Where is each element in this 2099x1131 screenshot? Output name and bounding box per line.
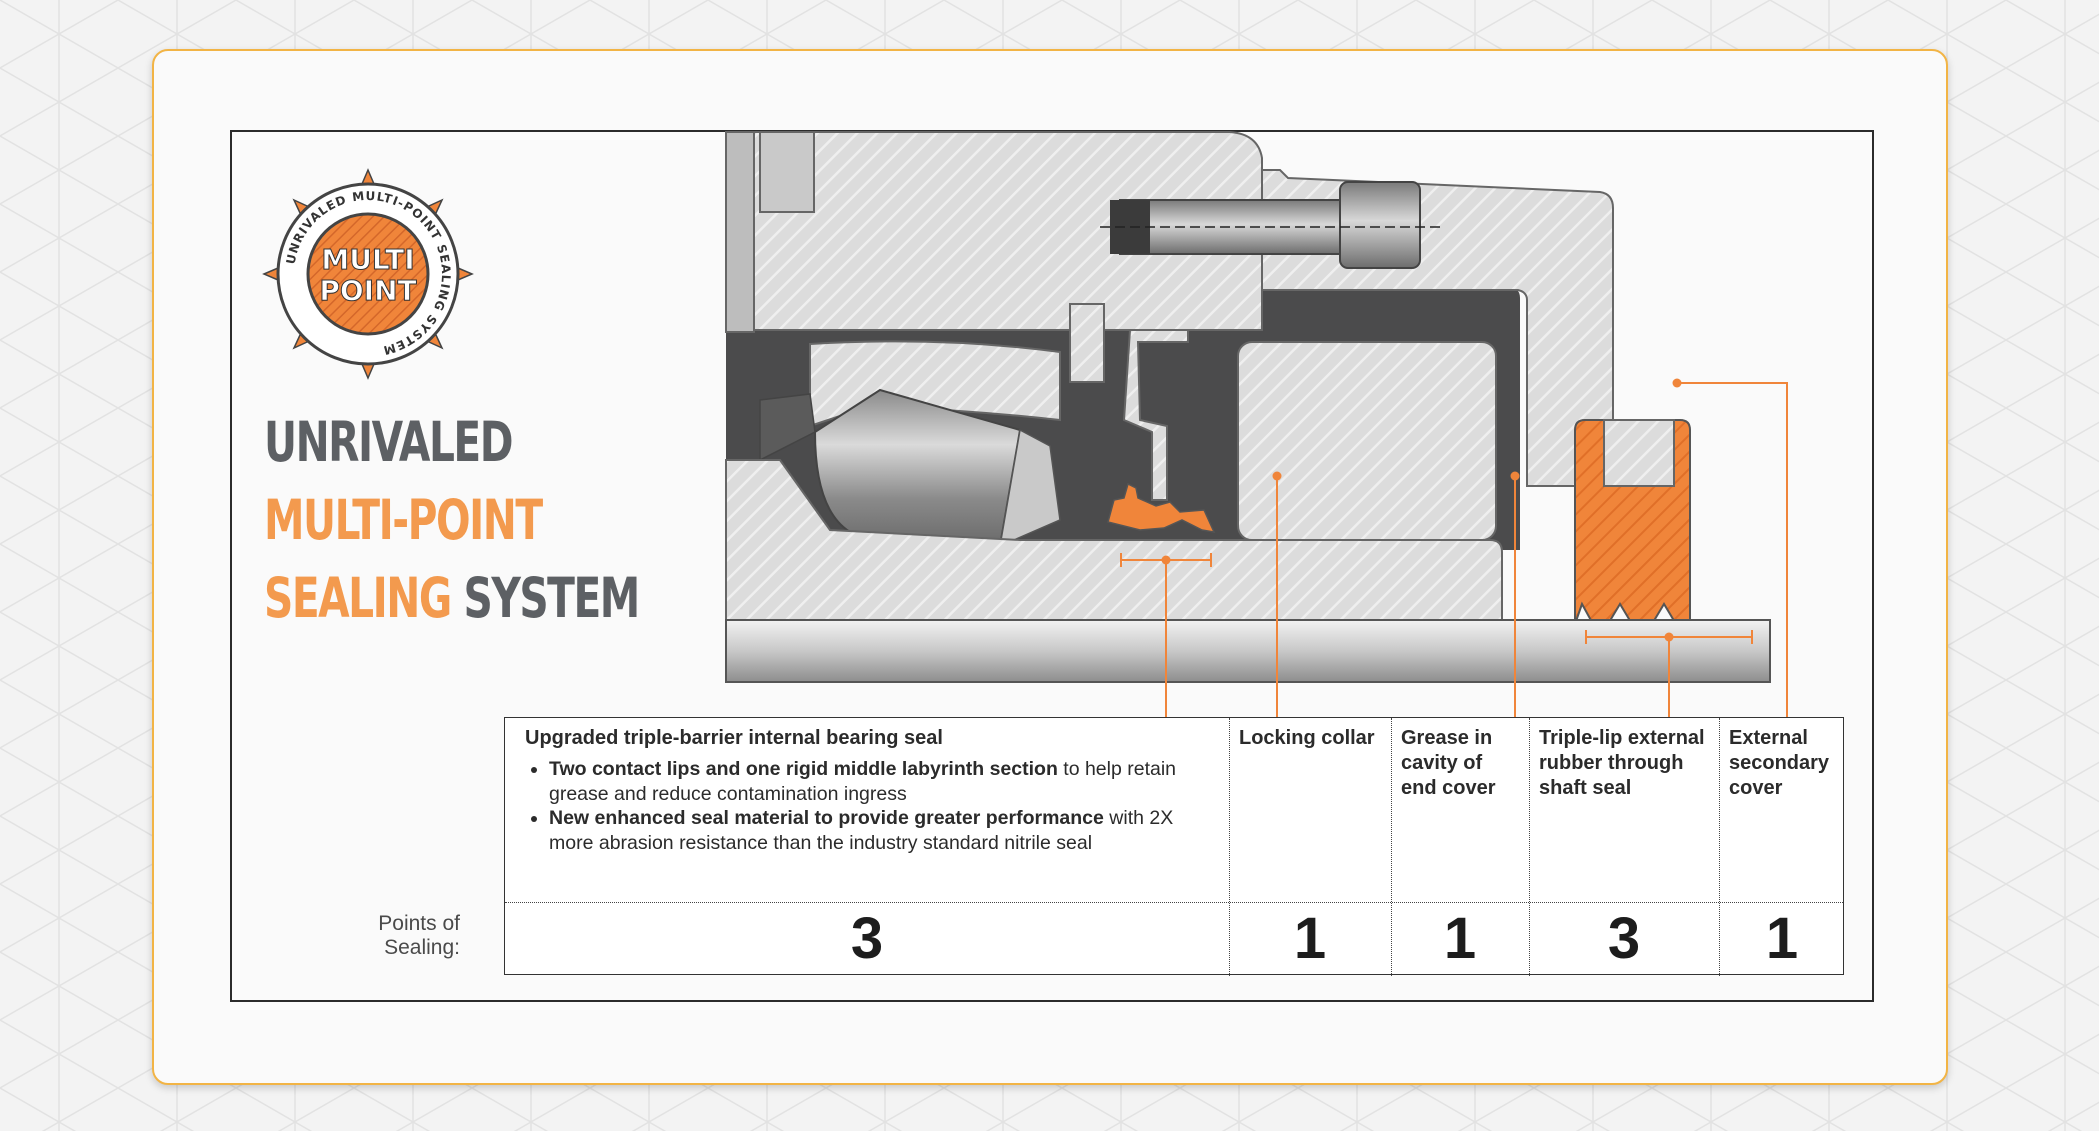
column-divider xyxy=(1391,718,1392,976)
locking-collar xyxy=(1237,341,1497,541)
col-secondary-cover: External secondary cover xyxy=(1719,718,1845,902)
bullet-text: with 2X more abrasion resistance than th… xyxy=(549,807,1174,854)
col5-heading: External secondary cover xyxy=(1729,727,1830,799)
inner-race xyxy=(725,459,1503,621)
col-grease-cavity: Grease in cavity of end cover xyxy=(1391,718,1529,902)
title-line-2: MULTI-POINT xyxy=(264,488,543,552)
col4-heading: Triple-lip external rubber through shaft… xyxy=(1539,727,1705,799)
col3-heading: Grease in cavity of end cover xyxy=(1401,727,1496,799)
bullet-bold: New enhanced seal material to provide gr… xyxy=(549,807,1104,829)
col1-heading: Upgraded triple-barrier internal bearing… xyxy=(525,727,943,749)
col-internal-seal: Upgraded triple-barrier internal bearing… xyxy=(505,718,1229,902)
bullet-item: Two contact lips and one rigid middle la… xyxy=(549,757,1219,806)
shaft xyxy=(725,619,1771,683)
points-of-sealing-label: Points of Sealing: xyxy=(378,912,460,959)
col5-points: 1 xyxy=(1765,906,1799,971)
column-divider xyxy=(1719,718,1720,976)
col1-points: 3 xyxy=(850,906,884,971)
internal-seal xyxy=(1107,482,1216,533)
sealing-points-table: Upgraded triple-barrier internal bearing… xyxy=(504,717,1845,976)
title-line-1: UNRIVALED xyxy=(264,410,514,474)
logo-line1: MULTI xyxy=(321,243,414,276)
col3-points: 1 xyxy=(1443,906,1477,971)
title-line-3: SEALING SYSTEM xyxy=(264,566,640,630)
col1-bullets: Two contact lips and one rigid middle la… xyxy=(525,757,1219,855)
col2-heading: Locking collar xyxy=(1239,727,1375,749)
title-sealing: SEALING xyxy=(264,566,452,630)
title-system: SYSTEM xyxy=(463,566,640,630)
col2-points: 1 xyxy=(1293,906,1327,971)
column-divider xyxy=(1529,718,1530,976)
row-divider xyxy=(505,902,1843,903)
bullet-item: New enhanced seal material to provide gr… xyxy=(549,806,1219,855)
logo-line2: POINT xyxy=(319,274,416,307)
bearing-cross-section xyxy=(725,131,1771,683)
col-triple-lip-seal: Triple-lip external rubber through shaft… xyxy=(1529,718,1719,902)
bullet-text: to help retain grease and reduce contami… xyxy=(549,758,1177,805)
col-locking-collar: Locking collar xyxy=(1229,718,1391,902)
col4-points: 3 xyxy=(1607,906,1641,971)
bullet-bold: Two contact lips and one rigid middle la… xyxy=(549,758,1058,780)
column-divider xyxy=(1229,718,1230,976)
multi-point-logo: UNRIVALED MULTI-POINT SEALING SYSTEM MUL… xyxy=(262,168,474,380)
